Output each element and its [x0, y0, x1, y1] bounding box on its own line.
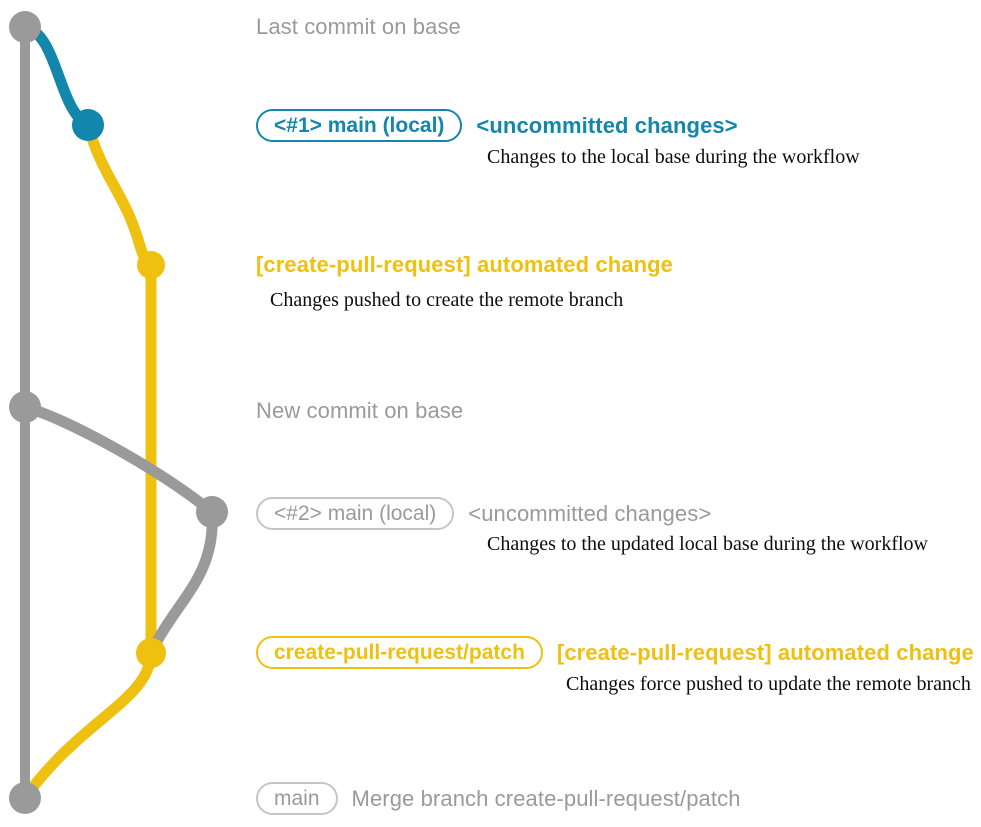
commit-entry-merge-commit: main Merge branch create-pull-request/pa…	[256, 782, 741, 815]
commit-note-local-main-2: Changes to the updated local base during…	[487, 533, 928, 555]
local-merge-line-2	[149, 506, 218, 651]
branch-badge-create-pull-request-patch[interactable]: create-pull-request/patch	[256, 636, 543, 669]
branch-badge-main[interactable]: main	[256, 782, 338, 815]
commit-subject: Merge branch create-pull-request/patch	[351, 785, 741, 811]
commit-node-local-main-1[interactable]	[72, 109, 104, 141]
commit-caption: New commit on base	[256, 398, 464, 423]
patch-merge-line	[19, 647, 157, 804]
commit-entry-automated-change-2: create-pull-request/patch [create-pull-r…	[256, 636, 974, 669]
commit-entry-last-commit-on-base: Last commit on base	[256, 14, 461, 40]
commit-note-automated-change-2: Changes force pushed to update the remot…	[566, 673, 971, 695]
branch-badge-local-main-2[interactable]: <#2> main (local)	[256, 497, 455, 530]
commit-subject: <uncommitted changes>	[476, 112, 738, 138]
commit-note-local-main-1: Changes to the local base during the wor…	[487, 146, 860, 168]
commit-node-last-commit-on-base[interactable]	[9, 11, 41, 43]
local-branch-line-1	[19, 21, 94, 131]
commit-node-automated-change-2[interactable]	[136, 638, 166, 668]
commit-node-merge-commit[interactable]	[9, 782, 41, 814]
commit-headline: [create-pull-request] automated change	[256, 252, 673, 277]
commit-note-automated-change-1: Changes pushed to create the remote bran…	[270, 289, 624, 311]
patch-branch-line-1	[82, 119, 157, 271]
commit-subject: [create-pull-request] automated change	[556, 639, 974, 665]
commit-entry-new-commit-on-base: New commit on base	[256, 398, 463, 424]
commit-subject: <uncommitted changes>	[468, 500, 712, 526]
commit-node-automated-change-1[interactable]	[137, 251, 165, 279]
commit-node-new-commit-on-base[interactable]	[9, 391, 41, 423]
commit-entry-local-main-1: <#1> main (local) <uncommitted changes>	[256, 109, 738, 142]
commit-caption: Last commit on base	[256, 14, 461, 39]
commit-entry-automated-change-1: [create-pull-request] automated change	[256, 252, 673, 278]
branch-badge-local-main-1[interactable]: <#1> main (local)	[256, 109, 463, 142]
commit-node-local-main-2[interactable]	[196, 496, 228, 528]
local-branch-line-2	[19, 401, 218, 518]
commit-entry-local-main-2: <#2> main (local) <uncommitted changes>	[256, 497, 711, 530]
